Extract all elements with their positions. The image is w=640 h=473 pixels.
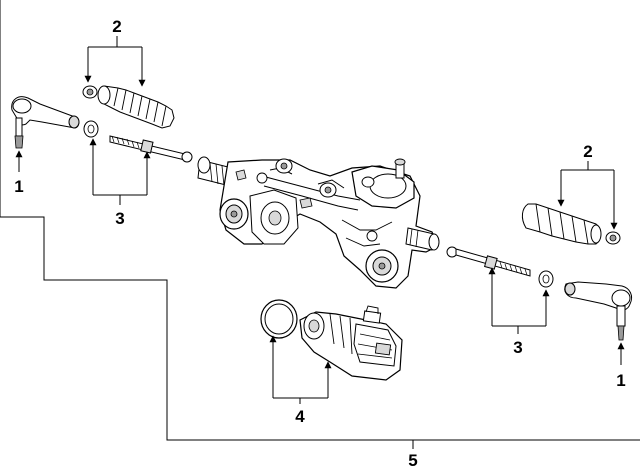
steering-boot-right[interactable]: [521, 203, 602, 245]
callout-1-right: 1: [616, 371, 625, 390]
jam-nut-right[interactable]: [538, 270, 554, 288]
callout-3-right: 3: [513, 338, 522, 357]
steering-boot-left[interactable]: [97, 85, 175, 129]
boot-clamp-left[interactable]: [82, 85, 98, 99]
callout-5: 5: [408, 451, 417, 470]
callout-1-left: 1: [14, 177, 23, 196]
callout-3-left: 3: [115, 209, 124, 228]
callout-2-right: 2: [583, 142, 592, 161]
assembly-boundary-line: [0, 0, 640, 441]
boot-clamp-right[interactable]: [605, 231, 621, 245]
steering-rack-housing[interactable]: [197, 156, 440, 289]
steering-assist-motor[interactable]: [299, 305, 403, 381]
inner-tie-rod-left[interactable]: [109, 135, 193, 163]
motor-seal-ring[interactable]: [260, 299, 298, 339]
inner-tie-rod-right[interactable]: [446, 246, 531, 277]
callout-4: 4: [295, 407, 305, 426]
jam-nut-left[interactable]: [83, 120, 99, 138]
outer-tie-rod-end-right[interactable]: [564, 281, 633, 341]
outer-tie-rod-end-left[interactable]: [11, 96, 80, 149]
callout-2-left: 2: [112, 17, 121, 36]
